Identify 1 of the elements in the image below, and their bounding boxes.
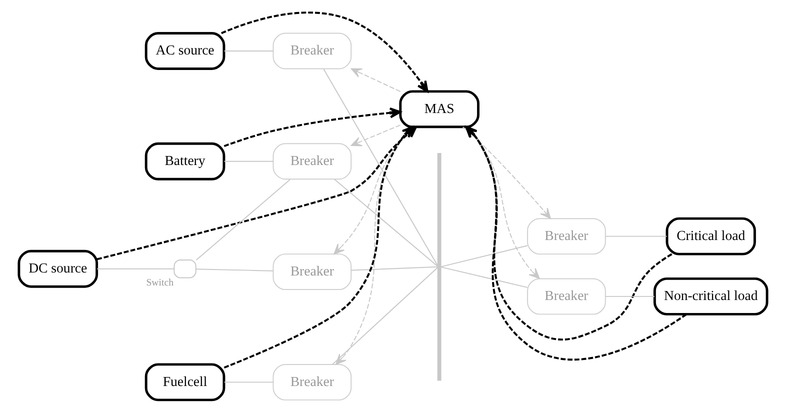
- node-label: Switch: [146, 278, 174, 289]
